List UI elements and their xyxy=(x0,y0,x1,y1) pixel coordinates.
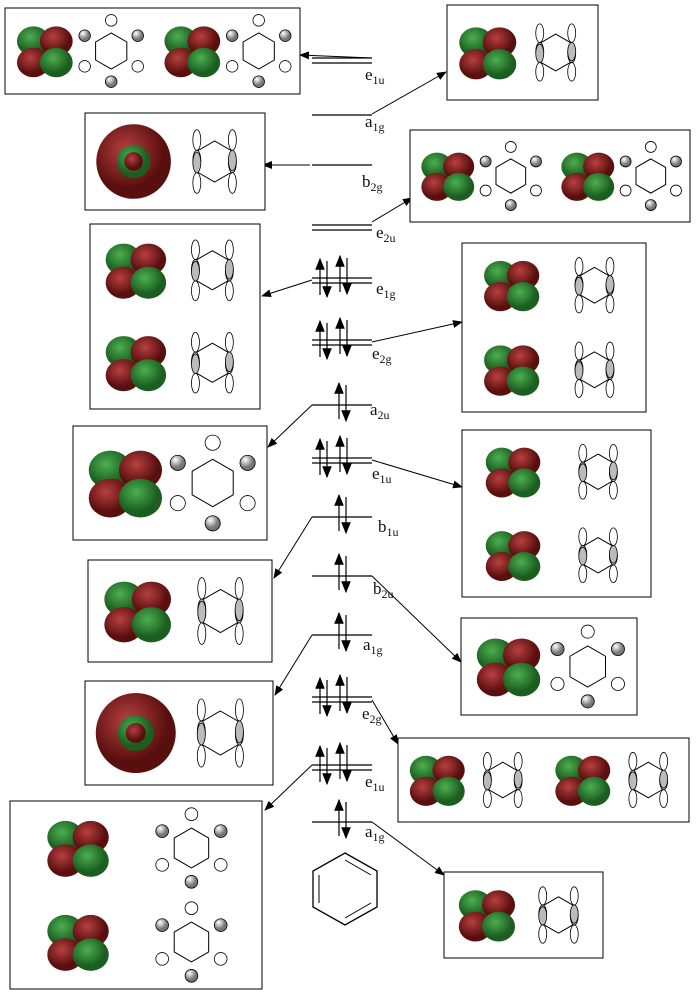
energy-level-e2u: e2u xyxy=(312,197,413,245)
orbital-box-a1g xyxy=(446,4,599,101)
orbital-pointer-arrow xyxy=(274,634,313,696)
energy-level-b2u: b2u xyxy=(312,552,462,663)
symmetry-label: e1u xyxy=(365,65,385,87)
symmetry-label: e2g xyxy=(362,704,382,726)
energy-level-e1u: e1u xyxy=(264,741,385,811)
symmetry-label: e1g xyxy=(376,279,396,301)
orbital-box-a1g xyxy=(84,680,274,786)
symmetry-label: b2u xyxy=(373,579,394,601)
symmetry-label: e1u xyxy=(372,464,392,486)
energy-level-b2g: b2g xyxy=(262,161,383,194)
symmetry-label: a1g xyxy=(363,635,383,657)
orbital-pointer-arrow xyxy=(261,279,313,298)
symmetry-label: b1u xyxy=(378,517,399,539)
orbital-box-e2g xyxy=(461,242,647,413)
orbital-pointer-arrow xyxy=(371,821,445,876)
orbital-box-a1g xyxy=(443,871,604,959)
orbital-pointer-arrow xyxy=(264,764,313,811)
symmetry-label: a1g xyxy=(365,112,385,134)
orbital-pointer-arrow xyxy=(267,404,313,448)
energy-level-a1g: a1g xyxy=(312,71,447,134)
orbital-box-a2u xyxy=(72,425,268,541)
energy-level-a1g: a1g xyxy=(312,798,445,876)
orbital-box-e1g xyxy=(89,223,261,410)
symmetry-label: a2u xyxy=(370,400,390,422)
symmetry-label: e1u xyxy=(365,772,385,794)
orbital-pointer-arrow xyxy=(371,459,463,489)
energy-level-e1u: e1u xyxy=(312,434,463,489)
symmetry-label: e2g xyxy=(372,344,392,366)
energy-level-e2g: e2g xyxy=(312,673,399,745)
orbital-pointer-arrow xyxy=(299,51,373,60)
orbital-box-b2g xyxy=(84,112,266,211)
orbital-box-b1u xyxy=(87,559,273,663)
orbital-box-b2u xyxy=(460,617,638,716)
energy-level-a2u: a2u xyxy=(267,381,390,448)
energy-level-e1u: e1u xyxy=(299,51,385,87)
symmetry-label: a1g xyxy=(365,822,385,844)
orbital-box-e1u xyxy=(9,800,263,990)
orbital-pointer-arrow xyxy=(371,320,463,343)
orbital-box-e2u xyxy=(409,129,691,223)
energy-level-b1u: b1u xyxy=(273,493,399,579)
orbital-pointer-arrow xyxy=(371,71,447,115)
orbital-box-e2g xyxy=(397,737,690,823)
orbital-pointer-arrow xyxy=(273,516,313,579)
benzene-structure-icon xyxy=(312,852,378,926)
orbital-box-e1u xyxy=(461,429,652,598)
orbital-pointer-arrow xyxy=(371,575,462,663)
energy-level-e1g: e1g xyxy=(261,254,396,301)
symmetry-label: b2g xyxy=(362,172,383,194)
energy-level-a1g: a1g xyxy=(274,611,383,696)
orbital-box-e1u xyxy=(4,7,301,95)
symmetry-label: e2u xyxy=(376,223,396,245)
energy-level-e2g: e2g xyxy=(312,316,463,366)
orbital-pointer-arrow xyxy=(371,197,413,223)
orbital-pointer-arrow xyxy=(371,699,399,745)
